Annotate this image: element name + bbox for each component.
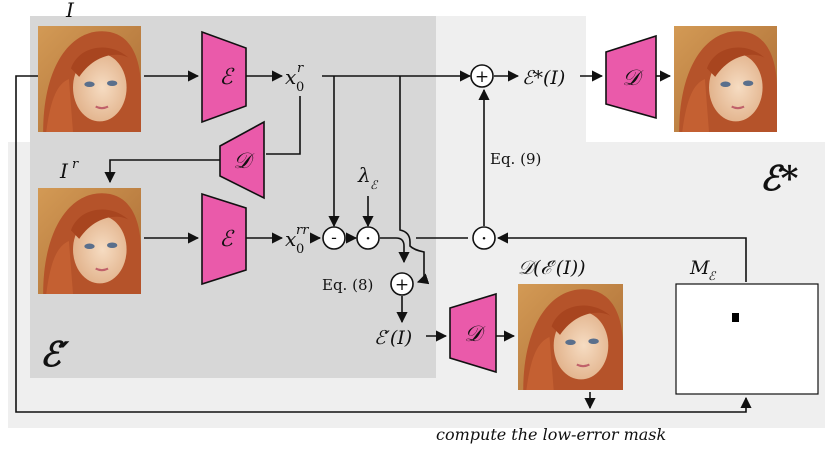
- decoded-photo: [516, 282, 625, 392]
- mask-image: [675, 283, 819, 395]
- x0rr-sup: rr: [296, 223, 309, 238]
- decoder-symbol-bottom: 𝒟: [464, 322, 486, 347]
- reconstructed-photo: [36, 186, 143, 296]
- output-photo: [672, 24, 779, 134]
- decoder-module-middle: [219, 120, 265, 200]
- plus-symbol-top: +: [475, 67, 489, 87]
- input-photo: [36, 24, 143, 134]
- dot-symbol-right: ·: [481, 226, 487, 250]
- encoder-symbol-bottom: ℰ: [219, 227, 235, 252]
- x0r-label: x: [285, 65, 296, 89]
- eq8-label: Eq. (8): [322, 276, 373, 294]
- lambda-sub: ℰ: [370, 178, 379, 192]
- minus-operator: [322, 226, 346, 250]
- arrow-mask-to-dot: [496, 232, 747, 282]
- encoder-module-bottom: [201, 192, 247, 286]
- e-star-panel-label: ℰ*: [760, 159, 799, 199]
- mask-label-sub: ℰ: [708, 269, 717, 283]
- lambda-label: λ: [357, 163, 371, 187]
- input-image-label: I: [65, 0, 75, 22]
- eq9-label: Eq. (9): [490, 150, 541, 168]
- plus-symbol-bottom: +: [395, 275, 409, 295]
- arrow-x0r-to-plus-bottom: [399, 76, 430, 285]
- decoder-symbol-middle: 𝒟: [233, 149, 255, 174]
- reconstructed-image-label: I: [59, 159, 69, 183]
- arrow-decoder-to-reconstructed: [104, 159, 220, 184]
- plus-operator-bottom: [390, 272, 414, 296]
- x0r-sup: r: [297, 61, 304, 76]
- x0r-sub: 0: [296, 80, 304, 95]
- x0rr-label: x: [285, 227, 296, 251]
- reconstructed-image-sup: r: [72, 157, 79, 172]
- dot-operator-right: [472, 226, 496, 250]
- mask-label: M: [689, 257, 710, 279]
- minus-symbol: -: [331, 228, 337, 248]
- decoder-module-top: [605, 34, 657, 120]
- dot-operator-left: [356, 226, 380, 250]
- dot-symbol-left: ·: [365, 226, 371, 250]
- decoder-module-bottom: [449, 292, 497, 374]
- encoder-module-top: [201, 30, 247, 124]
- arrow-input-to-mask: [15, 75, 752, 413]
- line-x0r-to-decoder: [266, 96, 301, 155]
- e-prime-panel-label: ℰ′: [40, 335, 70, 375]
- encoder-symbol-top: ℰ: [219, 65, 235, 90]
- decoder-symbol-top: 𝒟: [622, 66, 644, 91]
- mask-blob: [732, 313, 739, 322]
- plus-operator-top: [470, 64, 494, 88]
- e-star-of-i-label: ℰ*(I): [522, 67, 565, 89]
- arrow-dot-to-plus: [380, 237, 410, 264]
- decoded-label: 𝒟(ℰ′(I)): [518, 257, 586, 279]
- x0rr-sub: 0: [296, 242, 304, 257]
- caption-text: compute the low-error mask: [436, 425, 666, 444]
- e-prime-of-i-label: ℰ′(I): [374, 327, 412, 349]
